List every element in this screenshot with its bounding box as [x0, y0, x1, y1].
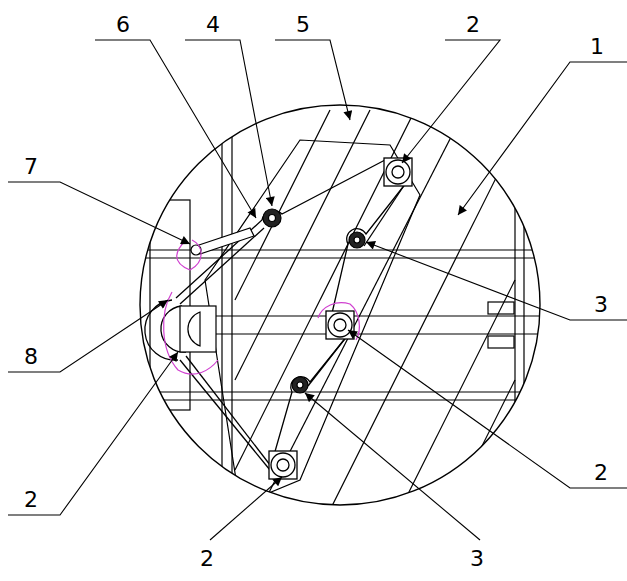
callout-number: 1: [590, 36, 604, 58]
callout-number: 2: [200, 548, 214, 570]
callout-number: 4: [206, 14, 220, 36]
callout-number: 8: [24, 346, 38, 368]
callout-number: 3: [594, 294, 608, 316]
callout-number: 2: [594, 462, 608, 484]
callout-number: 7: [24, 156, 38, 178]
callout-number: 2: [466, 14, 480, 36]
callout-number: 6: [116, 14, 130, 36]
callout-number: 5: [296, 14, 310, 36]
callout-number: 3: [470, 548, 484, 570]
callout-number: 2: [24, 489, 38, 511]
